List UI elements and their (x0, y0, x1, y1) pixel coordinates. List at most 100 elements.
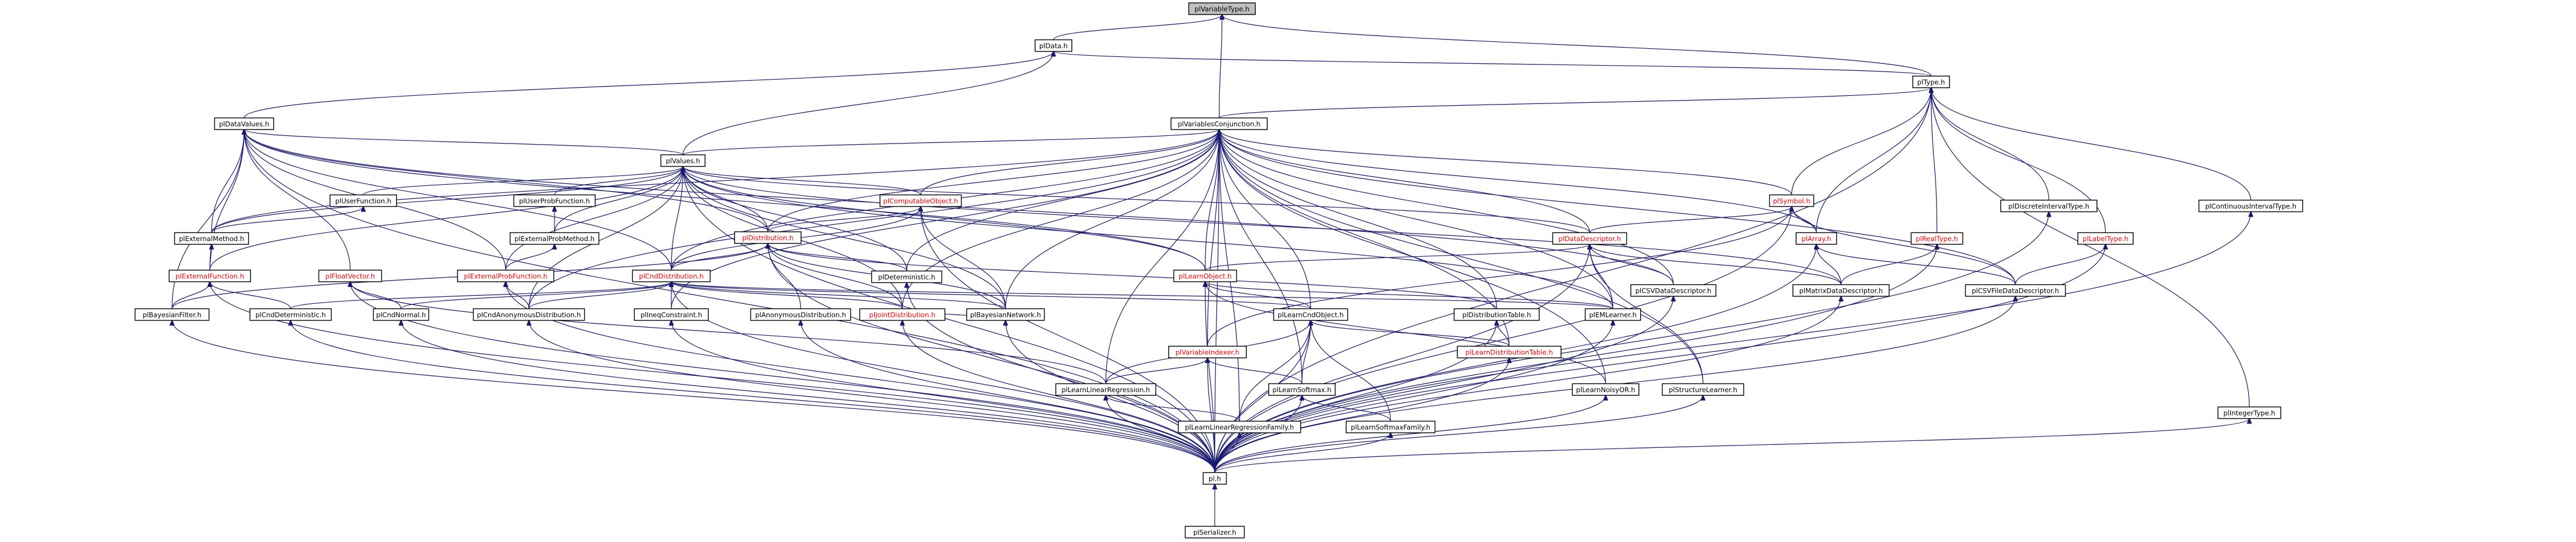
node-plData[interactable]: plData.h (1035, 39, 1072, 52)
node-box (1910, 232, 1963, 245)
node-plExternalFunction[interactable]: plExternalFunction.h (169, 270, 251, 282)
node-plDiscreteIntervalType[interactable]: plDiscreteIntervalType.h (2000, 199, 2098, 213)
node-plUserProbFunction[interactable]: plUserProbFunction.h (513, 194, 596, 207)
node-plDeterministic[interactable]: plDeterministic.h (871, 270, 943, 283)
node-pl[interactable]: pl.h (1203, 472, 1227, 485)
node-label: plCndNormal.h (376, 311, 426, 319)
node-plCSVFileDataDescriptor[interactable]: plCSVFileDataDescriptor.h (1965, 284, 2066, 297)
edge-plMatrixDataDescriptor-to-plDataDescriptor (1590, 245, 1842, 285)
edge-plLearnLinearRegressionFamily-to-plLearnCndObject (1239, 321, 1311, 422)
node-plType[interactable]: plType.h (1912, 76, 1950, 88)
node-box (1792, 284, 1890, 297)
edge-plUserFunction-to-plValues (363, 167, 683, 196)
node-label: plBayesianNetwork.h (970, 311, 1041, 319)
node-plVariableIndexer[interactable]: plVariableIndexer.h (1168, 346, 1247, 358)
node-plLearnLinearRegression[interactable]: plLearnLinearRegression.h (1055, 383, 1157, 396)
node-plIneqConstraint[interactable]: plIneqConstraint.h (634, 308, 709, 321)
node-plLearnLinearRegressionFamily[interactable]: plLearnLinearRegressionFamily.h (1178, 421, 1301, 433)
node-plJointDistribution[interactable]: plJointDistribution.h (859, 308, 946, 321)
node-plDataDescriptor[interactable]: plDataDescriptor.h (1552, 232, 1627, 245)
edge-pl-to-plComputableObject (921, 207, 1215, 473)
node-label: plSerializer.h (1193, 529, 1236, 537)
node-box (1055, 383, 1157, 396)
node-box (249, 308, 332, 321)
node-label: plStructureLearner.h (1669, 386, 1737, 394)
node-label: plUserFunction.h (335, 197, 392, 205)
edge-plComputableObject-to-plVariablesConjunction (920, 130, 1219, 195)
node-box (2000, 199, 2098, 213)
node-plArray[interactable]: plArray.h (1795, 232, 1837, 245)
node-label: plEMLearner.h (1589, 311, 1637, 319)
node-plLearnCndObject[interactable]: plLearnCndObject.h (1273, 308, 1348, 321)
node-plRealType[interactable]: plRealType.h (1910, 232, 1963, 245)
node-box (169, 270, 251, 282)
edge-plDataValues-to-plData (244, 52, 1054, 119)
edge-plDeterministic-to-plVariablesConjunction (906, 130, 1219, 271)
node-box (1268, 383, 1336, 396)
node-plMatrixDataDescriptor[interactable]: plMatrixDataDescriptor.h (1792, 284, 1890, 297)
edge-plData-to-plVariableType (1053, 15, 1222, 40)
node-plLearnDistributionTable[interactable]: plLearnDistributionTable.h (1457, 346, 1562, 358)
node-plBayesianNetwork[interactable]: plBayesianNetwork.h (966, 308, 1045, 321)
node-box (1630, 284, 1716, 297)
node-plCndDistribution[interactable]: plCndDistribution.h (632, 270, 711, 282)
node-plVariableType[interactable]: plVariableType.h (1188, 2, 1256, 15)
edge-plType-to-plVariableType (1222, 15, 1932, 77)
node-plComputableObject[interactable]: plComputableObject.h (879, 194, 962, 207)
node-plLearnSoftmax[interactable]: plLearnSoftmax.h (1268, 383, 1336, 396)
node-box (509, 232, 600, 245)
node-plValues[interactable]: plValues.h (660, 154, 706, 167)
nodes-layer: plVariableType.h plData.h plType.h plDataVa… (134, 2, 2303, 539)
node-plVariablesConjunction[interactable]: plVariablesConjunction.h (1170, 117, 1268, 130)
edge-plVariablesConjunction-to-plVariableType (1218, 15, 1222, 119)
edge-plDataDescriptor-to-plSymbol (1589, 207, 1792, 234)
edge-plLearnObject-to-plValues (683, 167, 1206, 271)
edge-pl-to-plIneqConstraint (671, 321, 1215, 473)
node-plCSVDataDescriptor[interactable]: plCSVDataDescriptor.h (1630, 284, 1716, 297)
node-plSymbol[interactable]: plSymbol.h (1769, 194, 1815, 207)
node-plLabelType[interactable]: plLabelType.h (2077, 232, 2134, 245)
node-box (1662, 383, 1744, 396)
edge-plExternalMethod-to-plValues (211, 167, 683, 233)
node-box (513, 194, 596, 207)
node-label: plBayesianFilter.h (142, 311, 201, 319)
node-plLearnSoftmaxFamily[interactable]: plLearnSoftmaxFamily.h (1346, 421, 1436, 433)
node-plIntegerType[interactable]: plIntegerType.h (2217, 406, 2281, 419)
node-plExternalProbFunction[interactable]: plExternalProbFunction.h (457, 270, 554, 282)
node-label: plFloatVector.h (325, 272, 375, 281)
edge-plStructureLearner-to-plVariablesConjunction (1219, 130, 1704, 384)
edge-plBayesianNetwork-to-plComputableObject (921, 207, 1006, 309)
node-plDataValues[interactable]: plDataValues.h (214, 117, 274, 130)
edge-plStructureLearner-to-plDataDescriptor (1590, 245, 1704, 384)
node-plSerializer[interactable]: plSerializer.h (1185, 526, 1245, 539)
node-plExternalMethod[interactable]: plExternalMethod.h (174, 232, 249, 245)
node-label: plType.h (1917, 78, 1945, 87)
node-plStructureLearner[interactable]: plStructureLearner.h (1662, 383, 1744, 396)
node-plCndDeterministic[interactable]: plCndDeterministic.h (249, 308, 332, 321)
edge-plLearnSoftmaxFamily-to-plLearnSoftmax (1302, 396, 1391, 422)
node-plFloatVector[interactable]: plFloatVector.h (318, 270, 382, 282)
node-plLearnObject[interactable]: plLearnObject.h (1173, 270, 1237, 282)
node-plContinuousIntervalType[interactable]: plContinuousIntervalType.h (2198, 199, 2303, 213)
node-plDistributionTable[interactable]: plDistributionTable.h (1454, 308, 1540, 321)
node-plLearnNoisyOR[interactable]: plLearnNoisyOR.h (1572, 383, 1640, 396)
node-label: plLabelType.h (2083, 235, 2128, 243)
edge-plDeterministic-to-plValues (683, 167, 907, 271)
node-plAnonymousDistribution[interactable]: plAnonymousDistribution.h (750, 308, 851, 321)
node-plCndNormal[interactable]: plCndNormal.h (373, 308, 430, 321)
edge-plLearnDistributionTable-to-plLearnCndObject (1311, 321, 1510, 347)
edge-pl-to-plLabelType (1214, 245, 2106, 473)
node-plUserFunction[interactable]: plUserFunction.h (330, 194, 397, 207)
node-label: plExternalFunction.h (176, 272, 244, 281)
node-box (634, 308, 709, 321)
node-plEMLearner[interactable]: plEMLearner.h (1584, 308, 1641, 321)
node-plDistribution[interactable]: plDistribution.h (734, 231, 802, 244)
node-label: plExternalProbFunction.h (464, 272, 548, 281)
node-plBayesianFilter[interactable]: plBayesianFilter.h (134, 308, 210, 321)
edge-plExternalMethod-to-plVariablesConjunction (211, 130, 1219, 233)
node-plCndAnonymousDistribution[interactable]: plCndAnonymousDistribution.h (473, 308, 585, 321)
node-plExternalProbMethod[interactable]: plExternalProbMethod.h (509, 232, 600, 245)
edge-pl-to-plCSVDataDescriptor (1214, 296, 1673, 473)
edge-plLearnLinearRegression-to-plFloatVector (350, 282, 1107, 384)
edge-plBayesianNetwork-to-plValues (683, 167, 1006, 309)
